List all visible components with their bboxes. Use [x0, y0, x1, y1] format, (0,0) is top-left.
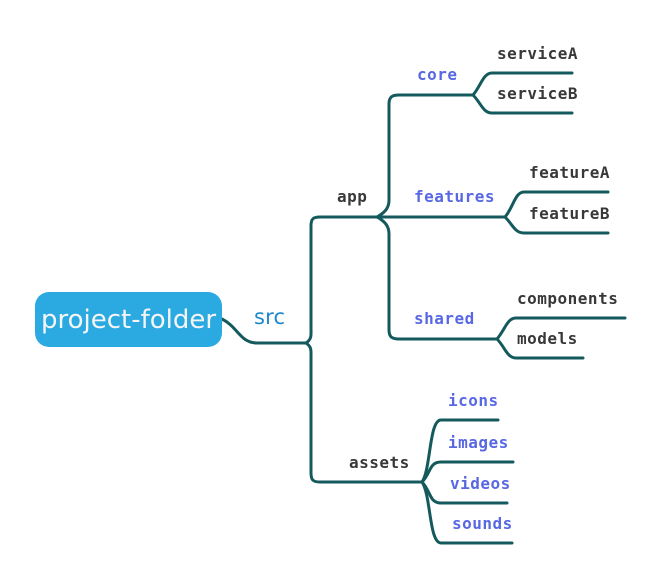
node-core[interactable]: core [417, 65, 458, 84]
node-root[interactable]: project-folder [35, 292, 222, 347]
node-assets[interactable]: assets [349, 453, 410, 472]
link-features-featureB [503, 215, 610, 235]
link-features-featureA [503, 190, 610, 219]
node-icons[interactable]: icons [448, 391, 499, 410]
node-src[interactable]: src [254, 305, 286, 329]
link-src-assets [304, 341, 424, 484]
link-assets-images [420, 460, 515, 484]
node-features[interactable]: features [414, 187, 496, 206]
node-images[interactable]: images [448, 433, 509, 452]
node-featureA[interactable]: featureA [529, 163, 611, 182]
link-src-app [304, 215, 379, 345]
node-sounds[interactable]: sounds [452, 514, 513, 533]
node-app[interactable]: app [337, 187, 368, 206]
node-components[interactable]: components [517, 289, 619, 308]
link-assets-sounds [420, 480, 514, 545]
node-shared[interactable]: shared [414, 309, 475, 328]
link-app-shared [375, 215, 499, 341]
link-shared-models [495, 337, 585, 360]
node-root-label: project-folder [40, 304, 217, 335]
link-shared-components [495, 316, 627, 341]
node-videos[interactable]: videos [450, 474, 511, 493]
link-app-core [375, 93, 475, 219]
node-models[interactable]: models [517, 329, 578, 348]
link-core-serviceA [471, 71, 574, 97]
link-core-serviceB [471, 93, 574, 115]
node-serviceA[interactable]: serviceA [497, 44, 579, 63]
node-featureB[interactable]: featureB [529, 204, 611, 223]
link-root-src [220, 317, 308, 345]
node-serviceB[interactable]: serviceB [497, 84, 579, 103]
